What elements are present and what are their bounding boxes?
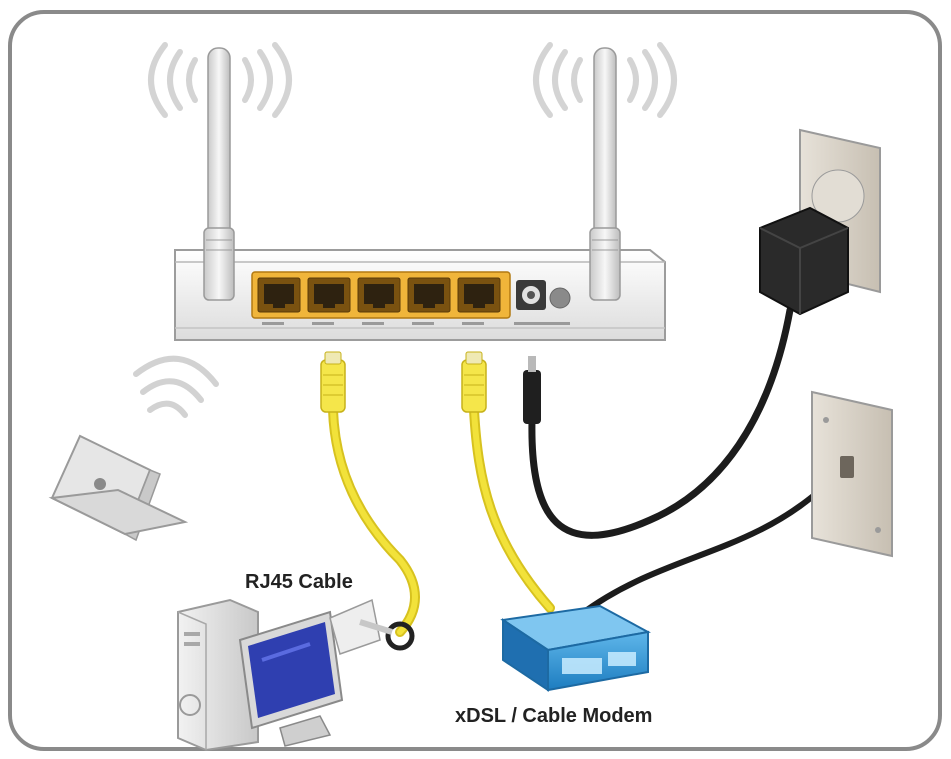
router-antenna-left (203, 47, 235, 301)
laptop-icon (48, 355, 219, 542)
modem-label: xDSL / Cable Modem (455, 705, 652, 727)
wall-jack-icon (811, 390, 893, 558)
ethernet-cable-wan (471, 407, 553, 611)
laptop-wifi-signal-icon (133, 355, 219, 418)
power-cable (528, 306, 794, 539)
router-port-4 (407, 277, 451, 313)
modem-icon (500, 604, 651, 692)
router-port-3 (357, 277, 401, 313)
desktop-computer-icon (177, 598, 415, 752)
power-plug (523, 356, 541, 424)
power-adapter-icon (759, 206, 849, 316)
rj45-connector-wan (461, 351, 487, 413)
router-port-5 (457, 277, 501, 313)
router-reset-button (549, 287, 571, 309)
router-ports (257, 277, 501, 313)
router-antenna-right (589, 47, 621, 301)
monitor-screen (248, 622, 335, 718)
ethernet-cable-lan (330, 407, 418, 635)
router-port-1 (257, 277, 301, 313)
rj45-cable-label: RJ45 Cable (245, 571, 353, 593)
wifi-signal-left-icon (148, 42, 292, 118)
router-port-2 (307, 277, 351, 313)
rj45-connector-lan (320, 351, 346, 413)
wireless-router-icon (148, 42, 677, 341)
wifi-signal-right-icon (533, 42, 677, 118)
